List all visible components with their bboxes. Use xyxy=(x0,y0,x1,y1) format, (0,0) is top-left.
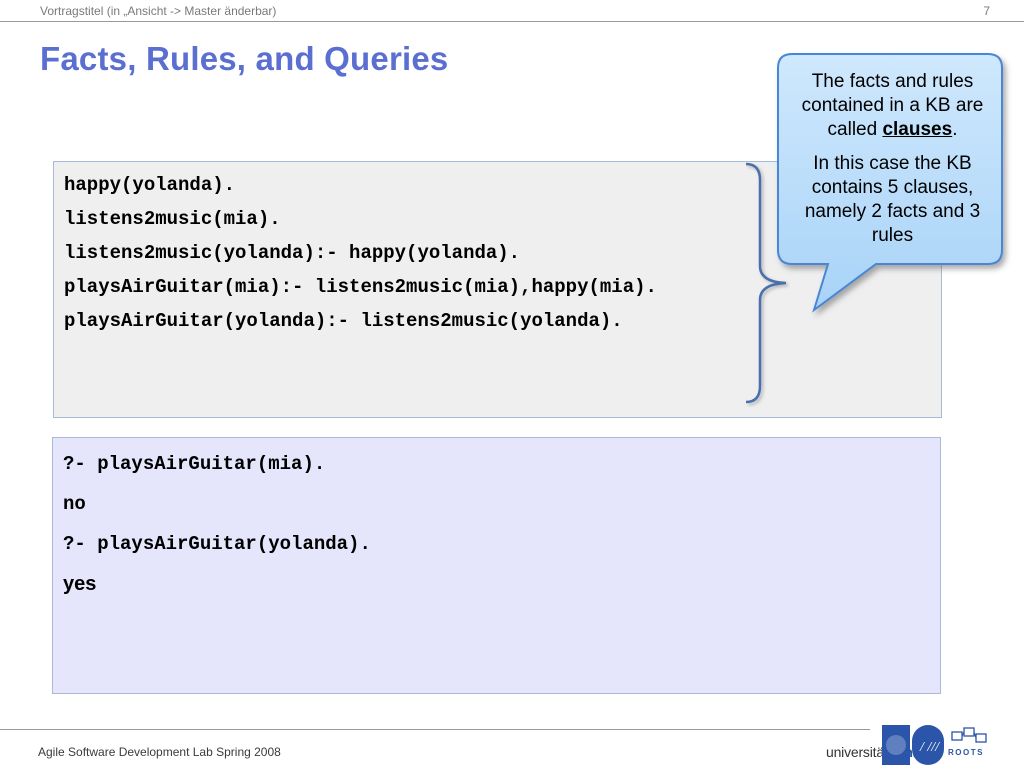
callout-text: The facts and rules contained in a KB ar… xyxy=(785,70,1000,258)
callout-paragraph-clauses: The facts and rules contained in a KB ar… xyxy=(785,70,1000,142)
bonn-emblem-icon: / /// xyxy=(882,725,944,765)
callout-text-part: The facts and rules contained in a KB ar… xyxy=(801,71,984,140)
clauses-keyword: clauses xyxy=(882,119,953,140)
roots-emblem-icon xyxy=(951,727,987,743)
svg-text:/ ///: / /// xyxy=(919,740,940,755)
kb-line: listens2music(mia). xyxy=(64,208,281,230)
query-line: ?- playsAirGuitar(mia). xyxy=(63,453,326,475)
footer-course-name: Agile Software Development Lab Spring 20… xyxy=(38,745,281,759)
page-number: 7 xyxy=(983,4,990,18)
callout-bubble xyxy=(777,53,1003,313)
university-logo: universitätbonn / /// ROOTS xyxy=(820,722,1000,766)
footer-divider xyxy=(0,729,870,730)
presentation-title: Vortragstitel (in „Ansicht -> Master änd… xyxy=(40,4,277,18)
curly-brace-icon xyxy=(745,162,787,404)
kb-line: playsAirGuitar(yolanda):- listens2music(… xyxy=(64,310,623,332)
answer-line: yes xyxy=(63,573,97,595)
callout-text-part: . xyxy=(952,119,958,140)
kb-line: happy(yolanda). xyxy=(64,174,236,196)
query-box: ?- playsAirGuitar(mia). no ?- playsAirGu… xyxy=(52,437,941,694)
roots-label: ROOTS xyxy=(948,748,984,757)
slide-title: Facts, Rules, and Queries xyxy=(40,40,449,77)
kb-line: listens2music(yolanda):- happy(yolanda). xyxy=(64,242,521,264)
header-divider xyxy=(0,21,1024,22)
callout-paragraph-count: In this case the KB contains 5 clauses, … xyxy=(804,153,981,246)
answer-line: no xyxy=(63,493,86,515)
query-line: ?- playsAirGuitar(yolanda). xyxy=(63,533,371,555)
logo-text-plain: universität xyxy=(826,744,888,760)
kb-line: playsAirGuitar(mia):- listens2music(mia)… xyxy=(64,276,657,298)
